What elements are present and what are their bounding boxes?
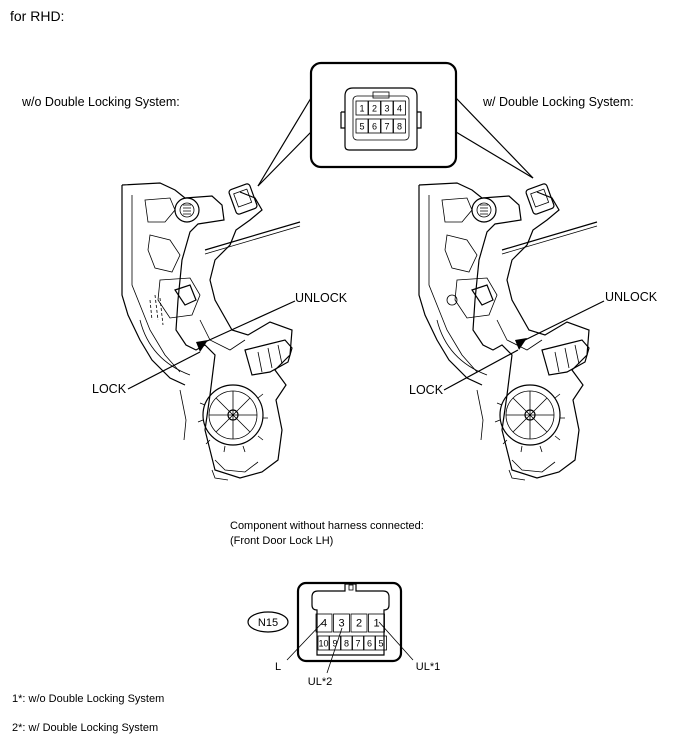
callout-pin-5-cell — [355, 118, 369, 134]
n15-pin-6-cell — [363, 635, 376, 651]
n15-pin-10-cell — [317, 635, 330, 651]
callout-pin-3: 3 — [384, 104, 389, 114]
n15-pin-5-cell — [375, 635, 387, 651]
callout-pin-4: 4 — [397, 104, 402, 114]
callout-pin-7-cell — [380, 118, 394, 134]
n15-pin-1-cell — [368, 613, 385, 633]
pin-label-ul2: UL*2 — [308, 676, 332, 688]
n15-pin-2-cell — [350, 613, 368, 633]
right-unlock-label: UNLOCK — [605, 290, 658, 304]
callout-pin-6: 6 — [372, 122, 377, 132]
n15-pin-2: 2 — [356, 618, 362, 630]
pin-label-ul1: UL*1 — [416, 661, 440, 673]
n15-pin-5: 5 — [378, 639, 383, 649]
callout-pin-2: 2 — [372, 104, 377, 114]
n15-pin-4: 4 — [321, 618, 327, 630]
n15-pin-3: 3 — [338, 618, 344, 630]
footnote-2: 2*: w/ Double Locking System — [12, 722, 158, 734]
connector-code: N15 — [258, 617, 278, 629]
page-title: for RHD: — [10, 8, 64, 24]
n15-pin-1: 1 — [373, 618, 379, 630]
n15-pin-9: 9 — [332, 639, 337, 649]
n15-pin-7: 7 — [355, 639, 360, 649]
right-lock-label: LOCK — [409, 383, 444, 397]
callout-pin-7: 7 — [384, 122, 389, 132]
callout-pin-8: 8 — [397, 122, 402, 132]
left-unlock-label: UNLOCK — [295, 291, 348, 305]
n15-pin-6: 6 — [367, 639, 372, 649]
door-lock-assembly-left — [121, 182, 301, 481]
connector-caption-line1: Component without harness connected: — [230, 520, 424, 532]
left-view-title: w/o Double Locking System: — [21, 95, 180, 109]
callout-pin-2-cell — [368, 100, 381, 116]
left-lock-label: LOCK — [92, 382, 127, 396]
n15-pin-7-cell — [352, 635, 364, 651]
right-view-title: w/ Double Locking System: — [482, 95, 634, 109]
footnote-1: 1*: w/o Double Locking System — [12, 693, 164, 705]
callout-pin-1-cell — [355, 100, 369, 116]
door-lock-assembly-right — [418, 182, 598, 481]
connector-caption-line2: (Front Door Lock LH) — [230, 535, 333, 547]
callout-pin-4-cell — [393, 100, 406, 116]
callout-pin-5: 5 — [359, 122, 364, 132]
callout-pin-8-cell — [393, 118, 406, 134]
n15-pin-8-cell — [340, 635, 353, 651]
callout-pin-3-cell — [380, 100, 394, 116]
n15-pin-8: 8 — [344, 639, 349, 649]
pin-label-l: L — [275, 661, 281, 673]
left-lock-direction: UNLOCK LOCK — [92, 291, 348, 396]
callout-pin-1: 1 — [359, 104, 364, 114]
n15-pin-3-cell — [333, 613, 350, 633]
callout-pin-6-cell — [368, 118, 381, 134]
n15-pin-10: 10 — [318, 639, 328, 649]
right-lock-direction: UNLOCK LOCK — [409, 290, 658, 397]
n15-pin-4-cell — [315, 613, 333, 633]
